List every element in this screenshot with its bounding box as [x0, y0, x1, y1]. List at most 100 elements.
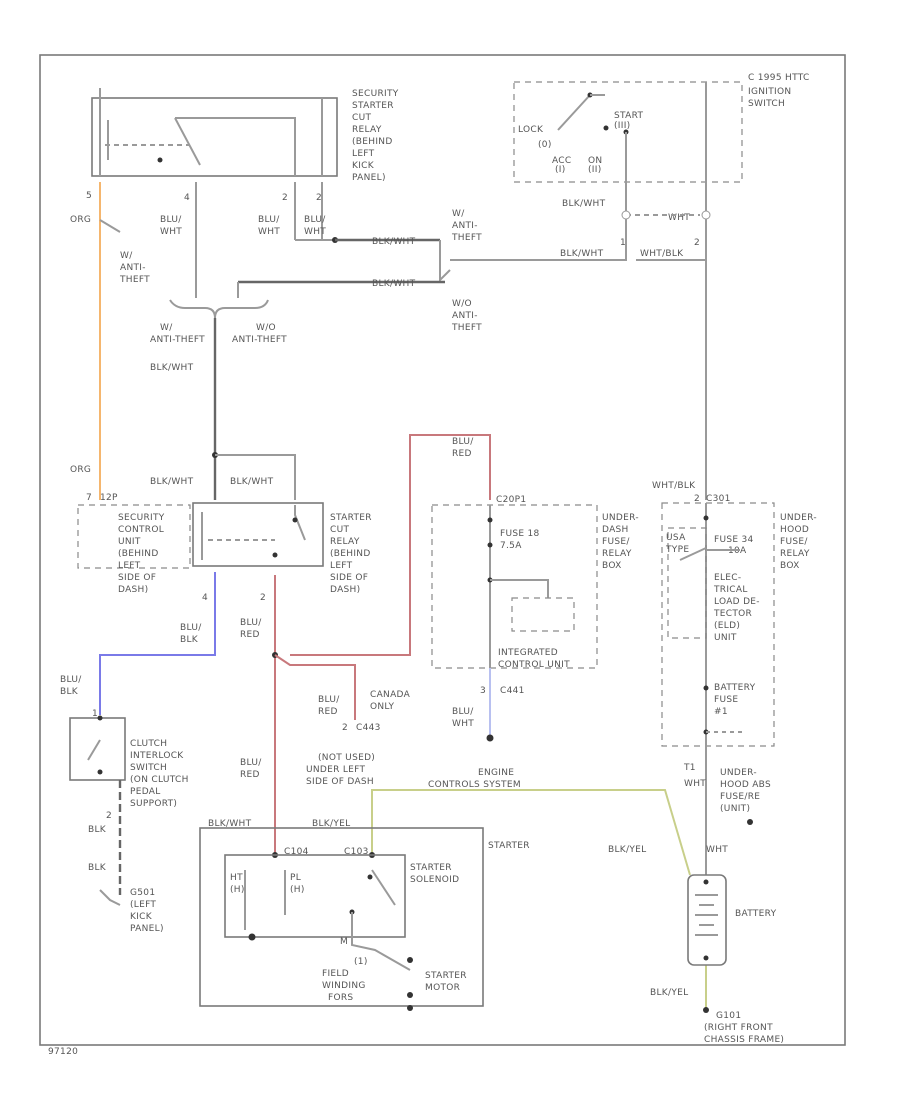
- svg-text:SIDE OF: SIDE OF: [118, 573, 156, 583]
- svg-text:ANTI-THEFT: ANTI-THEFT: [150, 335, 205, 345]
- svg-text:RED: RED: [240, 770, 260, 780]
- svg-text:TYPE: TYPE: [665, 545, 689, 555]
- svg-text:SOLENOID: SOLENOID: [410, 875, 459, 885]
- battery: BATTERY G101 (RIGHT FRONT CHASSIS FRAME): [687, 874, 784, 1045]
- svg-text:(0): (0): [538, 140, 552, 150]
- svg-text:WHT: WHT: [706, 845, 728, 855]
- svg-text:G101: G101: [716, 1011, 741, 1021]
- svg-text:SIDE OF DASH: SIDE OF DASH: [306, 777, 374, 787]
- svg-text:2: 2: [694, 494, 700, 504]
- svg-text:(I): (I): [555, 165, 566, 175]
- svg-text:CLUTCH: CLUTCH: [130, 739, 167, 749]
- svg-text:SECURITY: SECURITY: [352, 89, 399, 99]
- svg-text:RED: RED: [240, 630, 260, 640]
- svg-text:BLK/YEL: BLK/YEL: [650, 988, 688, 998]
- svg-text:BLK/WHT: BLK/WHT: [372, 279, 416, 289]
- svg-text:HOOD ABS: HOOD ABS: [720, 780, 771, 790]
- svg-text:PEDAL: PEDAL: [130, 787, 161, 797]
- svg-text:1: 1: [92, 709, 98, 719]
- starter-cut-relay: STARTER CUT RELAY (BEHIND LEFT SIDE OF D…: [192, 502, 372, 603]
- svg-text:TRICAL: TRICAL: [713, 585, 748, 595]
- svg-text:CHASSIS FRAME): CHASSIS FRAME): [704, 1035, 784, 1045]
- svg-text:WHT: WHT: [668, 213, 690, 223]
- svg-text:(BEHIND: (BEHIND: [118, 549, 159, 559]
- svg-text:(NOT USED): (NOT USED): [318, 753, 375, 763]
- svg-text:ANTI-: ANTI-: [452, 221, 478, 231]
- svg-text:C441: C441: [500, 686, 525, 696]
- svg-text:M: M: [340, 937, 348, 947]
- svg-text:ORG: ORG: [70, 465, 91, 475]
- svg-text:(H): (H): [290, 885, 305, 895]
- svg-text:UNIT: UNIT: [714, 633, 737, 643]
- svg-text:WHT: WHT: [258, 227, 280, 237]
- svg-text:7.5A: 7.5A: [500, 541, 522, 551]
- svg-text:W/O: W/O: [256, 323, 276, 333]
- svg-text:START: START: [614, 111, 643, 121]
- svg-text:HT: HT: [230, 873, 243, 883]
- svg-text:IGNITION: IGNITION: [748, 87, 791, 97]
- svg-text:ELEC-: ELEC-: [714, 573, 741, 583]
- svg-text:BATTERY: BATTERY: [735, 909, 777, 919]
- svg-text:SUPPORT): SUPPORT): [130, 799, 177, 809]
- svg-text:BLK/WHT: BLK/WHT: [150, 363, 194, 373]
- svg-text:BLU/: BLU/: [258, 215, 280, 225]
- svg-text:WHT: WHT: [684, 779, 706, 789]
- svg-text:T1: T1: [683, 763, 696, 773]
- svg-text:W/: W/: [120, 251, 133, 261]
- svg-text:BLK: BLK: [88, 825, 107, 835]
- svg-text:(UNIT): (UNIT): [720, 804, 750, 814]
- svg-text:(RIGHT FRONT: (RIGHT FRONT: [704, 1023, 773, 1033]
- svg-text:G501: G501: [130, 888, 155, 898]
- svg-text:LEFT: LEFT: [330, 561, 353, 571]
- svg-text:FUSE 18: FUSE 18: [500, 529, 540, 539]
- svg-text:C104: C104: [284, 847, 309, 857]
- svg-text:THEFT: THEFT: [119, 275, 150, 285]
- svg-text:ORG: ORG: [70, 215, 91, 225]
- svg-text:USA: USA: [666, 533, 686, 543]
- svg-text:FUSE 34: FUSE 34: [714, 535, 754, 545]
- svg-text:4: 4: [184, 193, 190, 203]
- svg-text:(BEHIND: (BEHIND: [330, 549, 371, 559]
- diagram-frame: [39, 54, 846, 1046]
- svg-text:BLU/: BLU/: [304, 215, 326, 225]
- svg-text:HOOD: HOOD: [780, 525, 809, 535]
- svg-text:5: 5: [86, 191, 92, 201]
- svg-text:BLU/: BLU/: [452, 707, 474, 717]
- svg-text:12P: 12P: [100, 493, 118, 503]
- svg-text:BLK/WHT: BLK/WHT: [562, 199, 606, 209]
- svg-text:SWITCH: SWITCH: [748, 99, 785, 109]
- svg-text:BLU/: BLU/: [240, 758, 262, 768]
- svg-text:BLU/: BLU/: [60, 675, 82, 685]
- svg-text:LEFT: LEFT: [352, 149, 375, 159]
- svg-text:BOX: BOX: [780, 561, 800, 571]
- svg-text:2: 2: [316, 193, 322, 203]
- svg-text:RED: RED: [452, 449, 472, 459]
- svg-text:(BEHIND: (BEHIND: [352, 137, 393, 147]
- svg-text:2: 2: [260, 593, 266, 603]
- svg-text:WHT: WHT: [160, 227, 182, 237]
- svg-text:SECURITY: SECURITY: [118, 513, 165, 523]
- ignition-switch: C 1995 HTTC IGNITION SWITCH START (III) …: [513, 73, 810, 245]
- svg-text:TECTOR: TECTOR: [713, 609, 752, 619]
- svg-text:7: 7: [86, 493, 92, 503]
- header-note: C 1995 HTTC: [748, 73, 810, 83]
- svg-text:BLK/WHT: BLK/WHT: [560, 249, 604, 259]
- svg-text:WINDING: WINDING: [322, 981, 366, 991]
- svg-text:WHT/BLK: WHT/BLK: [640, 249, 684, 259]
- svg-text:UNDER-: UNDER-: [602, 513, 639, 523]
- svg-text:UNDER-: UNDER-: [720, 768, 757, 778]
- svg-text:BLU/: BLU/: [240, 618, 262, 628]
- svg-text:ANTI-THEFT: ANTI-THEFT: [232, 335, 287, 345]
- svg-text:FUSE/RE: FUSE/RE: [720, 792, 760, 802]
- svg-text:DASH): DASH): [330, 585, 360, 595]
- svg-text:FIELD: FIELD: [322, 969, 349, 979]
- svg-text:WHT/BLK: WHT/BLK: [652, 481, 696, 491]
- svg-text:WHT: WHT: [452, 719, 474, 729]
- clutch-interlock-switch: 1 CLUTCH INTERLOCK SWITCH (ON CLUTCH PED…: [69, 709, 188, 934]
- svg-text:BLU/: BLU/: [452, 437, 474, 447]
- svg-text:2: 2: [106, 811, 112, 821]
- svg-text:W/: W/: [160, 323, 173, 333]
- ignition-wires: BLK/WHT WHT 1 2 BLK/WHT WHT/BLK: [450, 199, 711, 500]
- red-wires: BLU/ RED BLU/ RED BLU/ RED BLU/ RED CANA…: [240, 434, 491, 855]
- svg-text:ONLY: ONLY: [370, 702, 395, 712]
